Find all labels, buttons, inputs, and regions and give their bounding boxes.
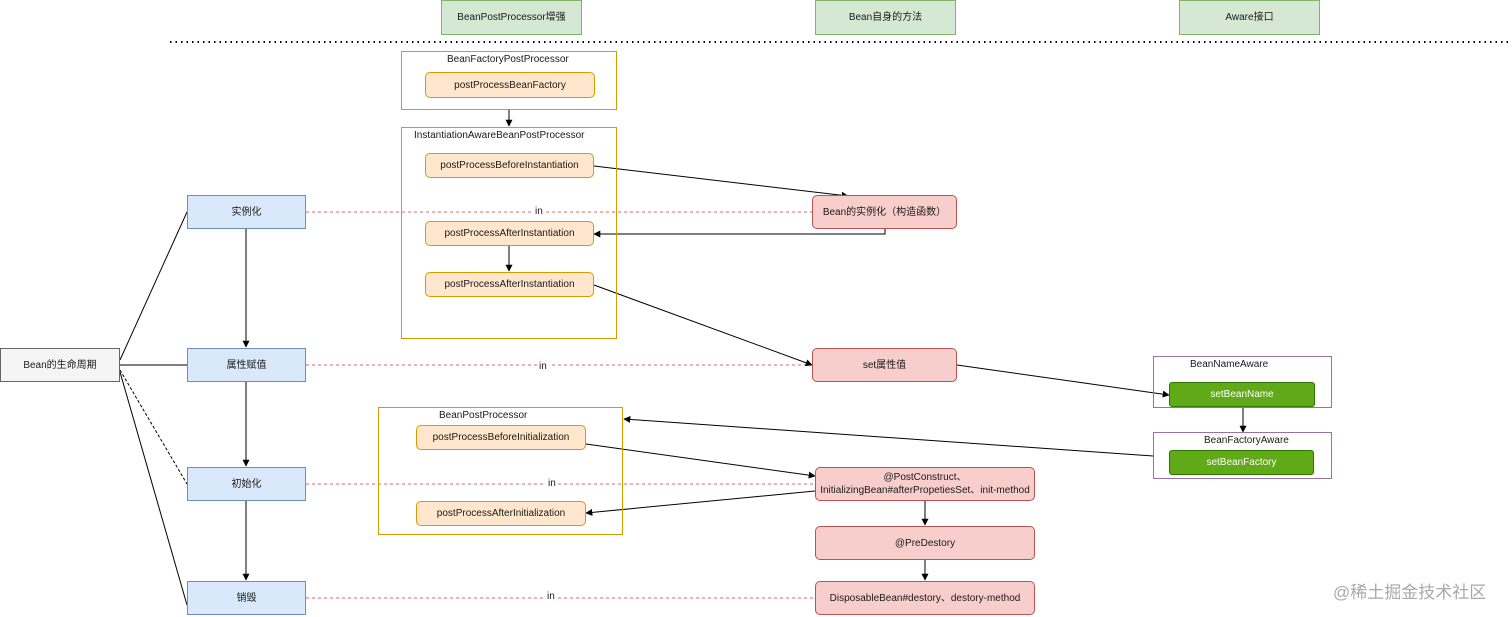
header-bean-self-label: Bean自身的方法 — [848, 12, 923, 23]
method-after-instantiation-1-label: postProcessAfterInstantiation — [444, 228, 575, 239]
before-init-to-init-arrow — [585, 443, 816, 479]
method-post-process-bean-factory: postProcessBeanFactory — [425, 72, 595, 98]
bean-init-line-1: @PostConstruct、 — [883, 472, 967, 483]
life-to-instantiate-line — [119, 211, 188, 361]
group-bean-factory-aware-title: BeanFactoryAware — [1204, 435, 1289, 446]
group-factory-pp — [401, 51, 617, 110]
method-after-instantiation-2-label: postProcessAfterInstantiation — [444, 279, 575, 290]
constructor-to-after-inst-arrow — [593, 229, 886, 238]
header-bean-self: Bean自身的方法 — [815, 0, 956, 35]
group-instantiation-aware-pp-title: InstantiationAwareBeanPostProcessor — [414, 130, 585, 141]
set-props-to-bean-name-arrow — [956, 364, 1170, 398]
method-post-process-bean-factory-label: postProcessBeanFactory — [454, 79, 566, 91]
watermark: @稀土掘金技术社区 — [1333, 583, 1487, 602]
bean-init-line-2: InitializingBean#afterPropetiesSet、init-… — [820, 485, 1030, 496]
bean-set-properties-label: set属性值 — [862, 359, 907, 371]
bean-init-methods: @PostConstruct、 InitializingBean#afterPr… — [815, 467, 1035, 501]
bean-pre-destroy-label: @PreDestory — [894, 537, 956, 549]
method-after-initialization: postProcessAfterInitialization — [416, 501, 586, 526]
initialize-in-label: in — [546, 478, 558, 490]
method-after-initialization-label: postProcessAfterInitialization — [436, 508, 566, 519]
group-bean-pp — [378, 407, 623, 535]
group-bean-pp-title: BeanPostProcessor — [439, 410, 528, 421]
phase-instantiate: 实例化 — [187, 195, 306, 229]
phase-destroy-label: 销毁 — [236, 592, 257, 604]
phase-initialize-label: 初始化 — [231, 478, 262, 490]
init-to-after-init-arrow — [585, 490, 816, 516]
header-postprocessor-label: BeanPostProcessor增强 — [457, 12, 566, 23]
method-before-instantiation: postProcessBeforeInstantiation — [425, 153, 594, 178]
bean-disposable: DisposableBean#destory、destory-method — [815, 581, 1035, 615]
lifecycle-root: Bean的生命周期 — [0, 348, 120, 382]
before-inst-to-constructor-arrow — [593, 165, 849, 199]
group-bean-name-aware — [1153, 356, 1332, 408]
group-instantiation-aware-pp — [401, 127, 617, 339]
header-postprocessor: BeanPostProcessor增强 — [441, 0, 582, 35]
bean-set-properties: set属性值 — [812, 348, 957, 382]
method-set-bean-factory: setBeanFactory — [1169, 450, 1314, 475]
phase-destroy: 销毁 — [187, 581, 306, 615]
header-aware: Aware接口 — [1179, 0, 1320, 35]
phase-instantiate-label: 实例化 — [231, 206, 262, 218]
phase-initialize: 初始化 — [187, 467, 306, 501]
header-aware-label: Aware接口 — [1225, 12, 1274, 23]
group-factory-pp-title: BeanFactoryPostProcessor — [447, 54, 569, 65]
populate-in-label: in — [537, 361, 549, 373]
method-before-initialization-label: postProcessBeforeInitialization — [432, 432, 570, 443]
method-set-bean-name-label: setBeanName — [1210, 389, 1274, 400]
bean-pre-destroy: @PreDestory — [815, 526, 1035, 560]
phase-populate-label: 属性赋值 — [226, 359, 267, 371]
method-before-instantiation-label: postProcessBeforeInstantiation — [440, 160, 579, 171]
bean-constructor: Bean的实例化（构造函数） — [812, 195, 957, 229]
method-set-bean-name: setBeanName — [1169, 382, 1315, 407]
instantiate-in-label: in — [533, 206, 545, 218]
group-bean-factory-aware — [1153, 432, 1332, 479]
lifecycle-root-label: Bean的生命周期 — [23, 359, 97, 371]
bean-disposable-label: DisposableBean#destory、destory-method — [829, 592, 1021, 604]
bean-constructor-label: Bean的实例化（构造函数） — [822, 206, 947, 218]
destroy-in-label: in — [545, 591, 557, 603]
phase-populate: 属性赋值 — [187, 348, 306, 382]
life-to-destroy-line — [119, 371, 188, 606]
bean-factory-aware-to-bean-pp-arrow — [623, 415, 1154, 457]
after-inst-to-set-props-arrow — [593, 284, 813, 367]
life-to-initialize-line — [119, 369, 188, 485]
method-before-initialization: postProcessBeforeInitialization — [416, 425, 586, 450]
group-bean-name-aware-title: BeanNameAware — [1190, 359, 1269, 370]
method-after-instantiation-1: postProcessAfterInstantiation — [425, 221, 594, 246]
method-after-instantiation-2: postProcessAfterInstantiation — [425, 272, 594, 297]
method-set-bean-factory-label: setBeanFactory — [1206, 457, 1277, 468]
